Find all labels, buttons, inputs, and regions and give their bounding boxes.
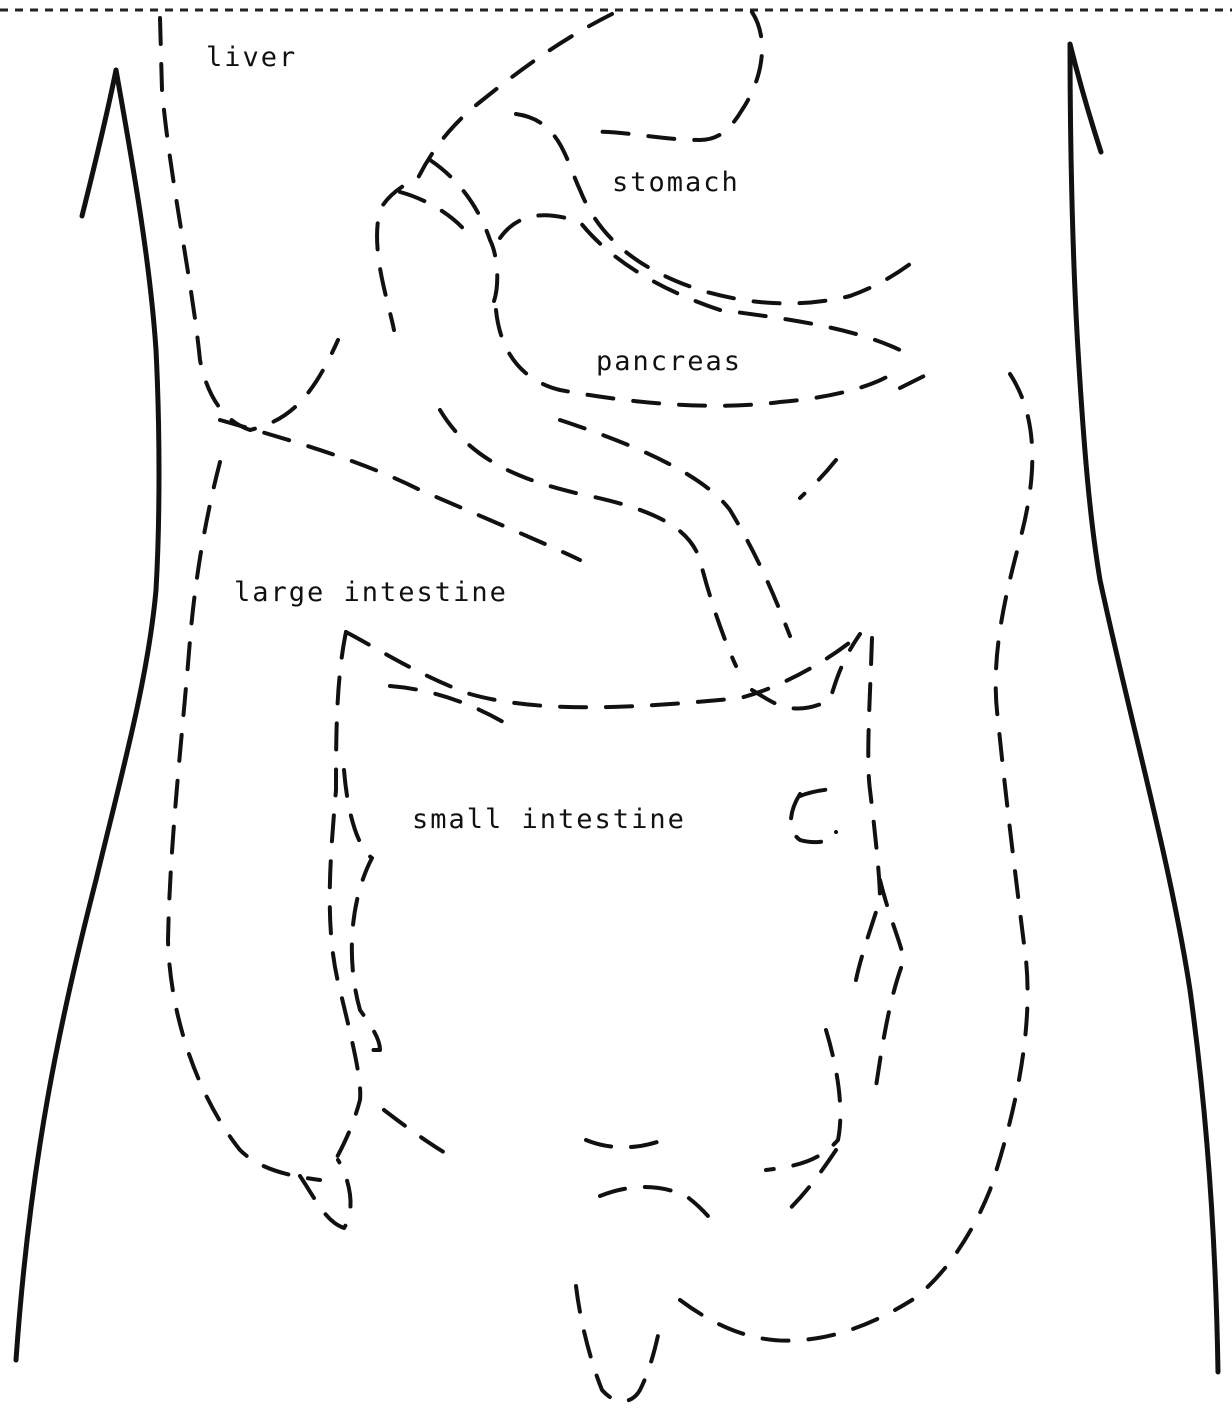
label-small-intestine: small intestine [412,804,686,835]
small-intestine-right-lower [766,880,904,1170]
label-stomach: stomach [612,167,740,198]
large-intestine-descending [912,374,1032,1300]
label-large-intestine: large intestine [234,577,508,608]
small-intestine-fold [390,686,510,726]
stomach-pylorus [400,192,472,240]
large-intestine-transverse-lower [440,410,736,666]
large-intestine-sigmoid [680,1300,912,1341]
small-intestine-right-coil [791,788,837,842]
stomach-outer [377,14,612,330]
appendix [300,1160,351,1228]
pancreas-tail [900,368,940,388]
rectum-outline [576,1286,660,1401]
small-intestine-outline [330,632,904,1230]
stomach-fundus [590,12,762,140]
label-liver: liver [206,42,297,73]
pancreas-upper-edge [500,215,904,352]
small-intestine-top [346,632,860,707]
pancreas-outline [496,215,940,406]
small-intestine-left-inner [344,770,380,1050]
stomach-greater-curvature [516,114,918,303]
liver-outline [160,18,338,430]
small-intestine-left-exit [384,1110,450,1156]
large-intestine-transverse-upper [220,420,580,560]
torso-right-side [1070,44,1218,1372]
small-intestine-right-outer [856,638,880,980]
stomach-inner-curve [430,160,497,312]
large-intestine-ascending [168,462,320,1180]
large-intestine-hepatic-loop [560,420,790,636]
label-pancreas: pancreas [596,346,742,377]
torso-left-side [16,70,159,1360]
large-intestine-right-inner [800,460,836,498]
small-intestine-bottom-left [586,1138,720,1230]
